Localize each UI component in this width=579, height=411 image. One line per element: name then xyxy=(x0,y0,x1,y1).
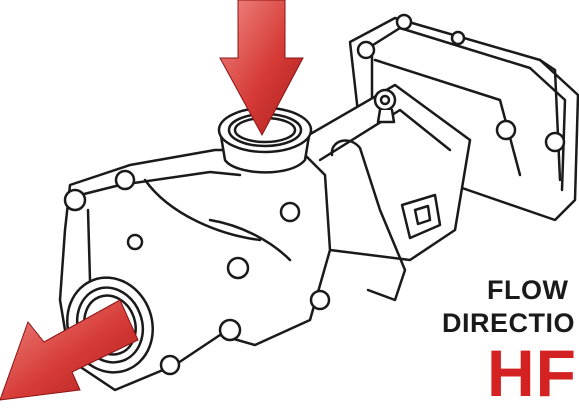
model-label: HF xyxy=(487,336,577,410)
flow-label: FLOW xyxy=(487,275,569,305)
arrow-down-left-icon xyxy=(0,299,139,401)
direction-label: DIRECTIO xyxy=(442,308,576,338)
arrow-down-icon xyxy=(219,0,304,137)
